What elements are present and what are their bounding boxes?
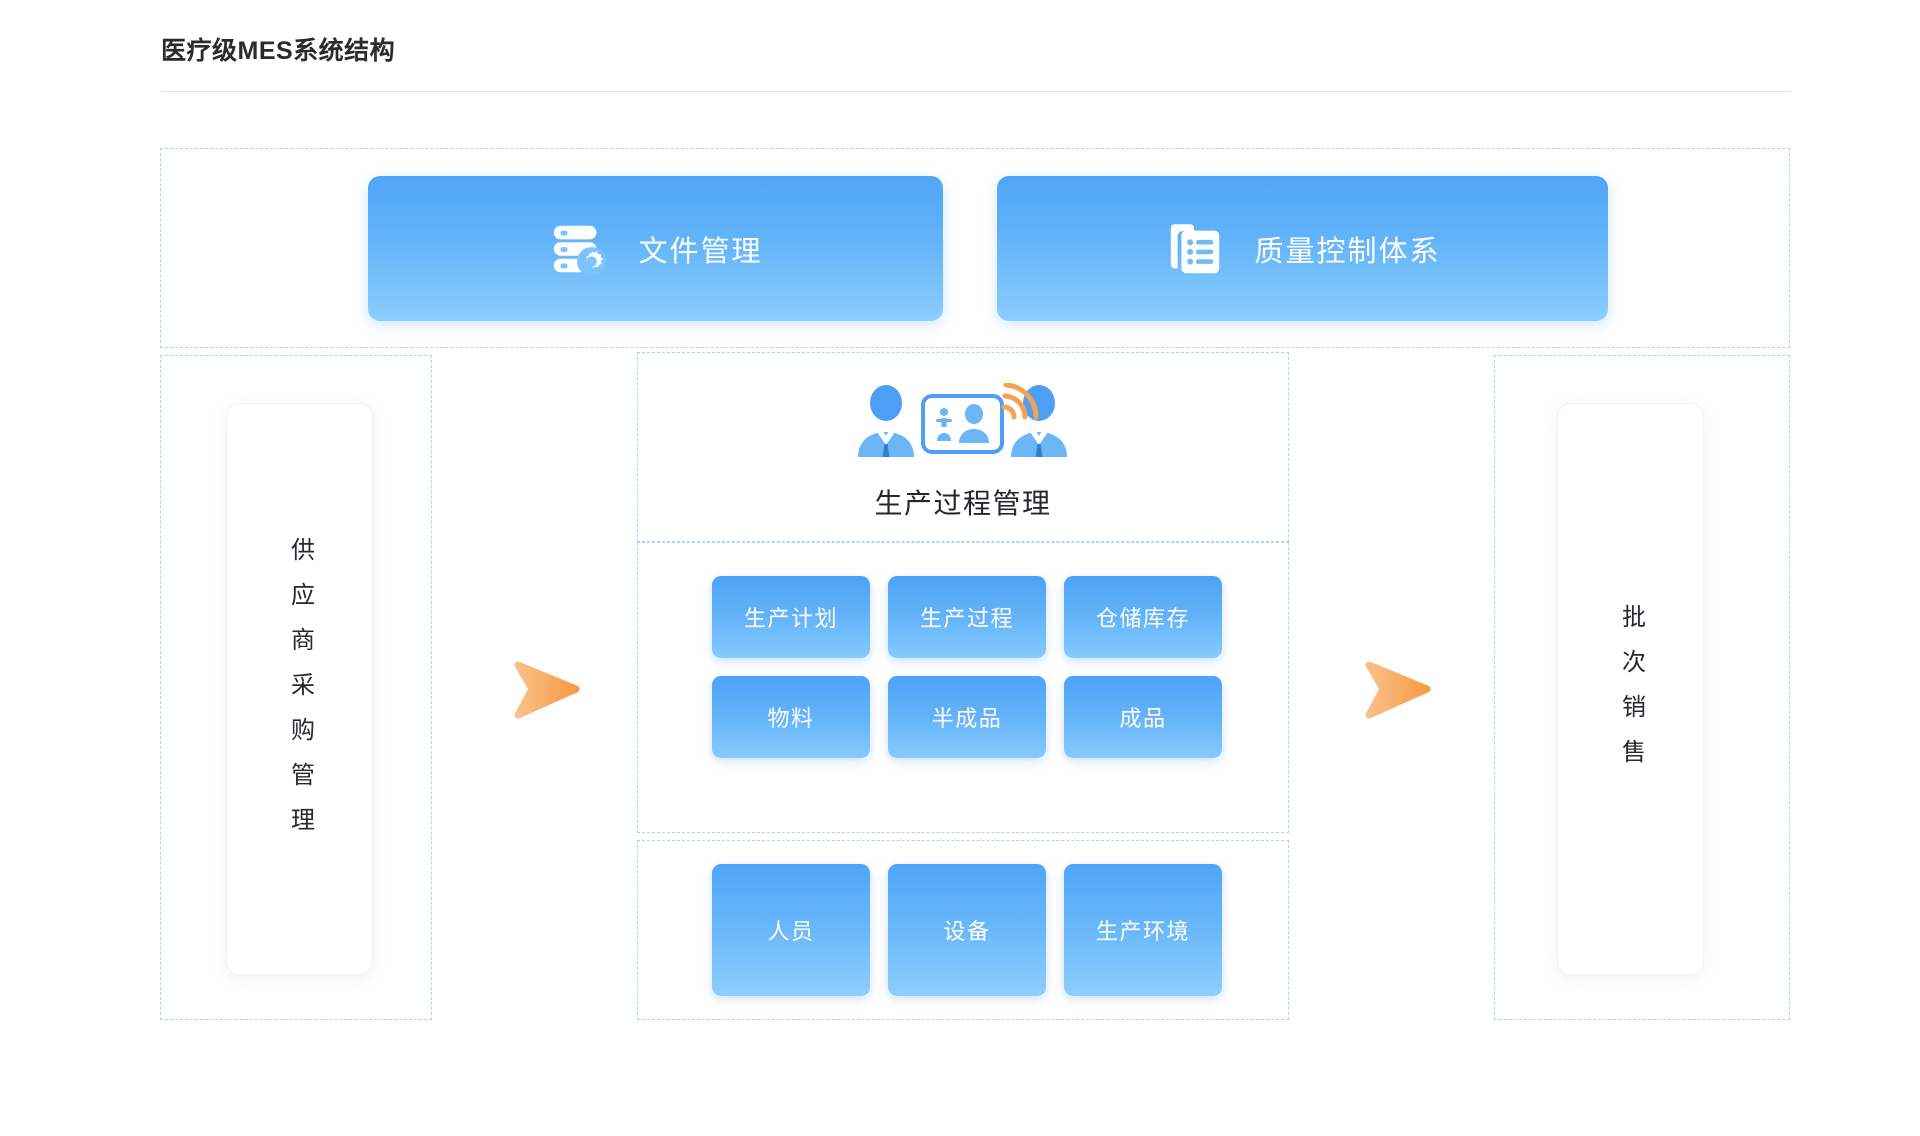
document-list-icon xyxy=(1171,223,1220,273)
tile-materials[interactable]: 物料 xyxy=(712,676,870,758)
tile-production-process[interactable]: 生产过程 xyxy=(888,576,1046,658)
header-divider xyxy=(161,91,1791,92)
tile-semi-finished-goods[interactable]: 半成品 xyxy=(888,676,1046,758)
zone-center-bottom xyxy=(637,840,1289,1020)
zone-right-sales xyxy=(1494,355,1790,1020)
resource-tiles-grid: 人员 设备 生产环境 xyxy=(712,864,1222,996)
card-supplier-procurement[interactable]: 供应商采购管理 xyxy=(227,404,372,974)
card-file-management-label: 文件管理 xyxy=(638,235,763,268)
tile-finished-goods[interactable]: 成品 xyxy=(1064,676,1222,758)
tile-personnel[interactable]: 人员 xyxy=(712,864,870,996)
card-quality-control-label: 质量控制体系 xyxy=(1254,235,1441,268)
card-batch-sales-label: 批次销售 xyxy=(1617,604,1645,784)
server-gear-icon xyxy=(554,225,607,276)
card-supplier-procurement-label: 供应商采购管理 xyxy=(286,536,314,852)
page-title: 医疗级MES系统结构 xyxy=(161,37,396,65)
tile-production-environment[interactable]: 生产环境 xyxy=(1064,864,1222,996)
production-process-icon-wrap xyxy=(855,382,1070,461)
production-tiles-grid: 生产计划 生产过程 仓储库存 物料 半成品 成品 xyxy=(712,576,1222,758)
production-process-title: 生产过程管理 xyxy=(874,488,1052,519)
page-header: 医疗级MES系统结构 xyxy=(0,0,1920,98)
zone-center-header xyxy=(637,352,1289,542)
zone-center-middle xyxy=(637,542,1289,833)
tile-warehouse-inventory[interactable]: 仓储库存 xyxy=(1064,576,1222,658)
zone-left-supplier xyxy=(160,355,432,1020)
flow-arrow-left xyxy=(514,661,580,719)
zone-top-systems xyxy=(160,148,1790,348)
tile-production-plan[interactable]: 生产计划 xyxy=(712,576,870,658)
card-batch-sales[interactable]: 批次销售 xyxy=(1558,404,1703,974)
people-badge-wifi-icon xyxy=(858,382,1067,457)
card-quality-control[interactable]: 质量控制体系 xyxy=(997,176,1608,321)
tile-equipment[interactable]: 设备 xyxy=(888,864,1046,996)
flow-arrow-right xyxy=(1365,661,1431,719)
card-file-management[interactable]: 文件管理 xyxy=(368,176,943,321)
